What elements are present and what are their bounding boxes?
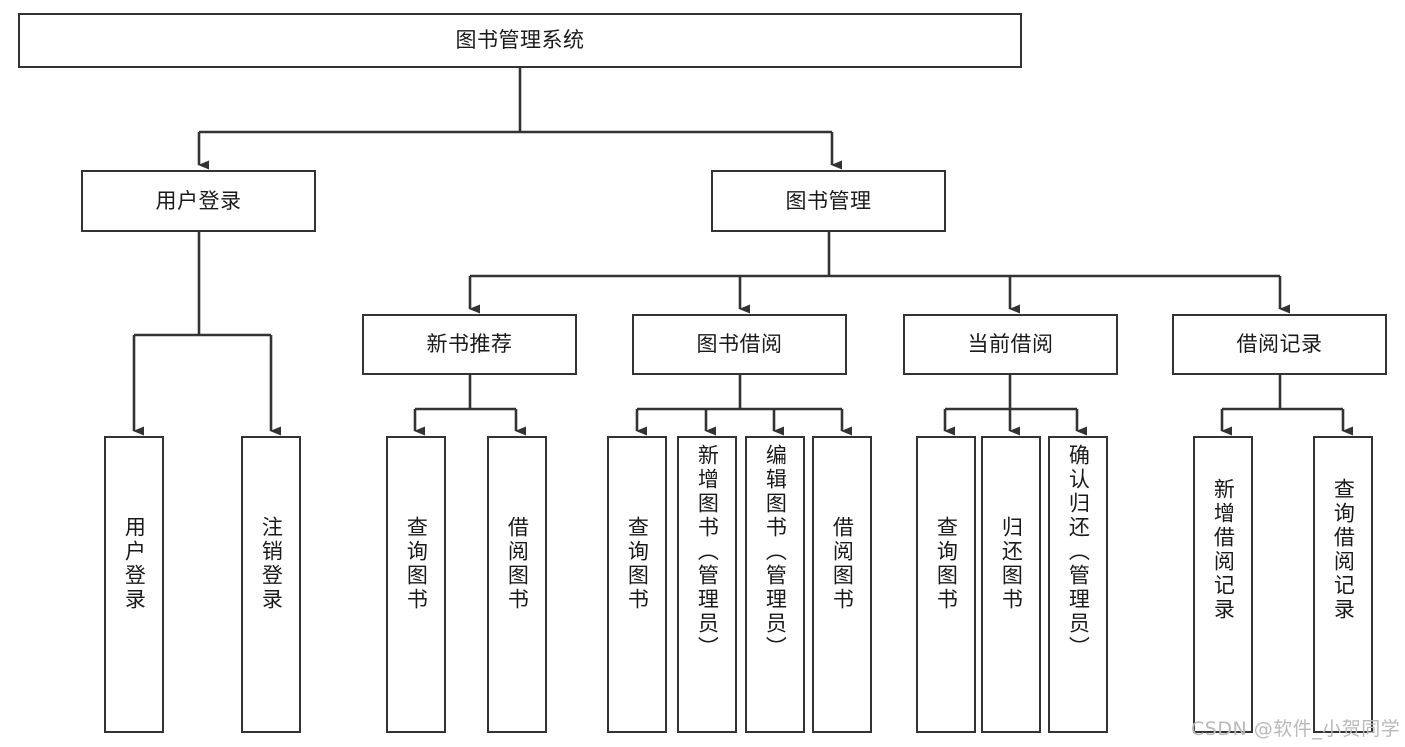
leaf-logout[interactable]: 注销登录 — [241, 436, 301, 733]
leaf-user-login-label: 用户登录 — [122, 516, 147, 612]
leaf-record-add-label: 新增借阅记录 — [1211, 478, 1236, 622]
leaf-current-confirm[interactable]: 确认归还（管理员） — [1048, 436, 1108, 733]
leaf-borrow-book[interactable]: 借阅图书 — [812, 436, 872, 733]
leaf-current-confirm-label: 确认归还（管理员） — [1066, 444, 1091, 660]
leaf-borrow-add[interactable]: 新增图书（管理员） — [677, 436, 737, 733]
leaf-current-query-label: 查询图书 — [934, 516, 959, 612]
leaf-new-book-query[interactable]: 查询图书 — [386, 436, 446, 733]
leaf-borrow-book-label: 借阅图书 — [830, 516, 855, 612]
node-book-manage-label: 图书管理 — [785, 188, 872, 213]
leaf-new-book-borrow[interactable]: 借阅图书 — [487, 436, 547, 733]
leaf-current-return-label: 归还图书 — [999, 516, 1024, 612]
node-book-borrow[interactable]: 图书借阅 — [632, 314, 847, 375]
leaf-record-query-label: 查询借阅记录 — [1331, 478, 1356, 622]
node-root-label: 图书管理系统 — [455, 28, 585, 53]
leaf-current-query[interactable]: 查询图书 — [916, 436, 976, 733]
leaf-borrow-edit-label: 编辑图书（管理员） — [763, 444, 788, 660]
node-new-book-rec[interactable]: 新书推荐 — [362, 314, 577, 375]
leaf-new-book-borrow-label: 借阅图书 — [505, 516, 530, 612]
leaf-current-return[interactable]: 归还图书 — [981, 436, 1041, 733]
node-root[interactable]: 图书管理系统 — [18, 13, 1022, 68]
leaf-record-add[interactable]: 新增借阅记录 — [1193, 436, 1253, 733]
leaf-borrow-query-label: 查询图书 — [625, 516, 650, 612]
leaf-borrow-query[interactable]: 查询图书 — [607, 436, 667, 733]
node-user-login-label: 用户登录 — [155, 188, 242, 213]
leaf-borrow-add-label: 新增图书（管理员） — [695, 444, 720, 660]
node-borrow-record[interactable]: 借阅记录 — [1172, 314, 1387, 375]
watermark: CSDN @软件_小贺同学 — [1191, 718, 1401, 740]
node-new-book-rec-label: 新书推荐 — [426, 332, 513, 357]
leaf-borrow-edit[interactable]: 编辑图书（管理员） — [745, 436, 805, 733]
leaf-logout-label: 注销登录 — [259, 516, 284, 612]
leaf-new-book-query-label: 查询图书 — [404, 516, 429, 612]
leaf-record-query[interactable]: 查询借阅记录 — [1313, 436, 1373, 733]
node-current-borrow[interactable]: 当前借阅 — [903, 314, 1118, 375]
node-borrow-record-label: 借阅记录 — [1236, 332, 1323, 357]
leaf-user-login[interactable]: 用户登录 — [104, 436, 164, 733]
node-book-borrow-label: 图书借阅 — [696, 332, 783, 357]
node-current-borrow-label: 当前借阅 — [967, 332, 1054, 357]
node-user-login[interactable]: 用户登录 — [81, 170, 316, 232]
node-book-manage[interactable]: 图书管理 — [711, 170, 946, 232]
